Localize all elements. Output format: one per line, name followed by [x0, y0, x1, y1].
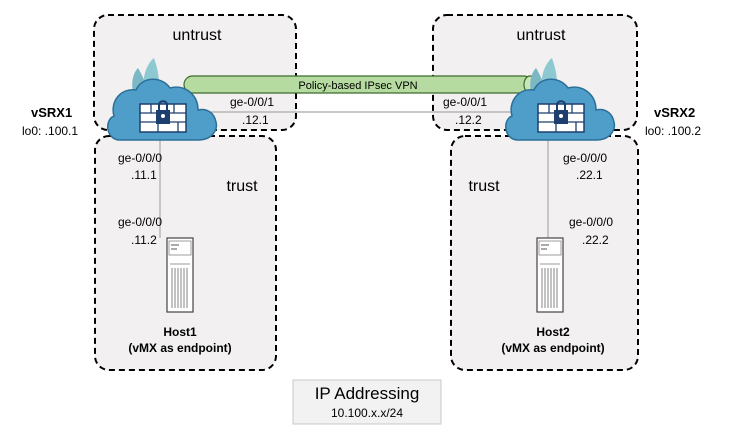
- vsrx2-ext-if: ge-0/0/1: [443, 95, 487, 109]
- vsrx1-int-if: ge-0/0/0: [118, 151, 162, 165]
- vsrx1-loopback: lo0: .100.1: [22, 124, 78, 138]
- host2-if: ge-0/0/0: [569, 215, 613, 229]
- vsrx2-loopback: lo0: .100.2: [645, 124, 701, 138]
- vsrx1-ext-if: ge-0/0/1: [230, 95, 274, 109]
- host2-name: Host2: [536, 325, 570, 339]
- vsrx1-name: vSRX1: [31, 105, 72, 120]
- host1-desc: (vMX as endpoint): [128, 341, 231, 355]
- trust-label-right: trust: [468, 178, 500, 195]
- ip-addressing-box: IP Addressing 10.100.x.x/24: [292, 379, 442, 425]
- host1-if: ge-0/0/0: [118, 215, 162, 229]
- host2-server-icon: [536, 237, 564, 313]
- host2-desc: (vMX as endpoint): [501, 341, 604, 355]
- vsrx2-name: vSRX2: [654, 105, 695, 120]
- vpn-label: Policy-based IPsec VPN: [298, 80, 417, 92]
- untrust-label-left: untrust: [173, 27, 222, 44]
- host1-server-icon: [166, 237, 194, 313]
- vsrx2-int-addr: .22.1: [576, 168, 603, 182]
- trust-label-left: trust: [226, 178, 258, 195]
- ip-addressing-subnet: 10.100.x.x/24: [331, 406, 403, 420]
- vsrx1-ext-addr: .12.1: [242, 113, 269, 127]
- untrust-label-right: untrust: [517, 27, 566, 44]
- vsrx2-ext-addr: .12.2: [455, 113, 482, 127]
- vpn-tunnel: Policy-based IPsec VPN: [183, 75, 537, 94]
- vsrx2-int-if: ge-0/0/0: [563, 151, 607, 165]
- ip-addressing-title: IP Addressing: [315, 384, 420, 403]
- host2-addr: .22.2: [582, 233, 609, 247]
- host1-addr: .11.2: [131, 233, 157, 247]
- host1-name: Host1: [163, 325, 197, 339]
- vsrx1-int-addr: .11.1: [131, 168, 157, 182]
